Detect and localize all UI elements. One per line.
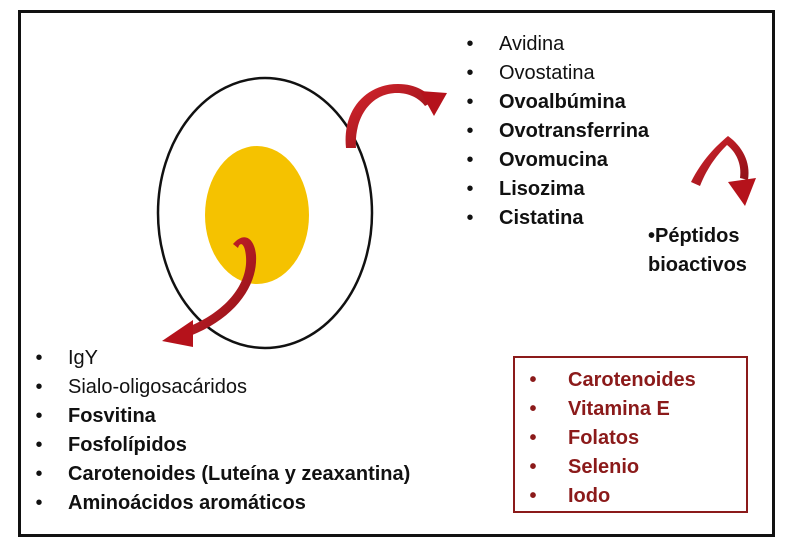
- micronutrient-item-label: Iodo: [568, 485, 611, 507]
- yolk-component-item: • Aminoácidos aromáticos: [32, 489, 410, 518]
- yolk-component-item-label: Fosfolípidos: [68, 434, 187, 456]
- bullet: •: [35, 405, 43, 427]
- egg-white-protein-item-label: Avidina: [499, 33, 565, 55]
- bullet: •: [529, 427, 537, 449]
- yolk-component-item: • Carotenoides (Luteína y zeaxantina): [32, 460, 410, 489]
- egg-white-protein-item: • Avidina: [463, 30, 649, 59]
- micronutrient-item: • Carotenoides: [526, 366, 696, 395]
- micronutrient-item-label: Carotenoides: [568, 369, 696, 391]
- micronutrient-item-label: Folatos: [568, 427, 640, 449]
- egg-white-protein-item: • Lisozima: [463, 175, 649, 204]
- egg-white-protein-list: • Avidina • Ovostatina • Ovoalbúmina • Ovotrans…: [463, 30, 649, 233]
- egg-white-protein-item-label: Lisozima: [499, 178, 585, 200]
- bullet: •: [35, 376, 43, 398]
- yolk-component-item: • Sialo-oligosacáridos: [32, 373, 410, 402]
- egg-white-protein-item-label: Ovotransferrina: [499, 120, 650, 142]
- egg-white-protein-item: • Ovoalbúmina: [463, 88, 649, 117]
- micronutrient-item: • Selenio: [526, 453, 696, 482]
- bullet: •: [529, 369, 537, 391]
- micronutrient-list: • Carotenoides • Vitamina E • Folatos • Selenio…: [526, 366, 696, 511]
- bullet: •: [466, 178, 474, 200]
- egg-white-protein-item: • Cistatina: [463, 204, 649, 233]
- egg-white-protein-item-label: Cistatina: [499, 207, 584, 229]
- yolk-component-item-label: IgY: [68, 347, 99, 369]
- bioactive-peptides-label: •Péptidos bioactivos: [648, 222, 747, 280]
- bullet: •: [35, 347, 43, 369]
- bullet: •: [35, 492, 43, 514]
- micronutrient-item: • Folatos: [526, 424, 696, 453]
- bullet: •: [466, 33, 474, 55]
- arrow-to-egg-white-proteins: [345, 84, 447, 148]
- bullet: •: [466, 91, 474, 113]
- bullet: •: [35, 434, 43, 456]
- yolk-component-item-label: Sialo-oligosacáridos: [68, 376, 247, 398]
- arrow-to-yolk-components: [162, 237, 257, 347]
- micronutrient-item: • Vitamina E: [526, 395, 696, 424]
- egg-white-protein-item-label: Ovomucina: [499, 149, 608, 171]
- yolk-component-item-label: Aminoácidos aromáticos: [68, 492, 306, 514]
- bioactive-peptides-line2: bioactivos: [648, 254, 747, 276]
- yolk-component-item: • Fosvitina: [32, 402, 410, 431]
- bioactive-peptides-line1: •Péptidos: [648, 225, 740, 247]
- micronutrient-item: • Iodo: [526, 482, 696, 511]
- figure-frame: [18, 10, 775, 537]
- egg-white-protein-item-label: Ovoalbúmina: [499, 91, 626, 113]
- bullet: •: [466, 149, 474, 171]
- micronutrient-item-label: Vitamina E: [568, 398, 670, 420]
- egg-white-protein-item: • Ovotransferrina: [463, 117, 649, 146]
- bullet: •: [466, 62, 474, 84]
- egg-yolk: [205, 146, 309, 284]
- yolk-component-item: • IgY: [32, 344, 410, 373]
- bullet: •: [529, 398, 537, 420]
- bullet: •: [466, 207, 474, 229]
- egg-white-protein-item: • Ovomucina: [463, 146, 649, 175]
- yolk-component-item-label: Fosvitina: [68, 405, 156, 427]
- egg-white-protein-item: • Ovostatina: [463, 59, 649, 88]
- bullet: •: [529, 485, 537, 507]
- bullet: •: [35, 463, 43, 485]
- micronutrient-box: • Carotenoides • Vitamina E • Folatos • Selenio…: [513, 356, 748, 513]
- egg-white-protein-item-label: Ovostatina: [499, 62, 595, 84]
- arrow-to-bioactive-peptides: [691, 136, 756, 206]
- bullet: •: [466, 120, 474, 142]
- yolk-component-item-label: Carotenoides (Luteína y zeaxantina): [68, 463, 411, 485]
- bullet: •: [529, 456, 537, 478]
- micronutrient-item-label: Selenio: [568, 456, 640, 478]
- yolk-component-list: • IgY • Sialo-oligosacáridos • Fosvitina • Fosf…: [32, 344, 410, 518]
- yolk-component-item: • Fosfolípidos: [32, 431, 410, 460]
